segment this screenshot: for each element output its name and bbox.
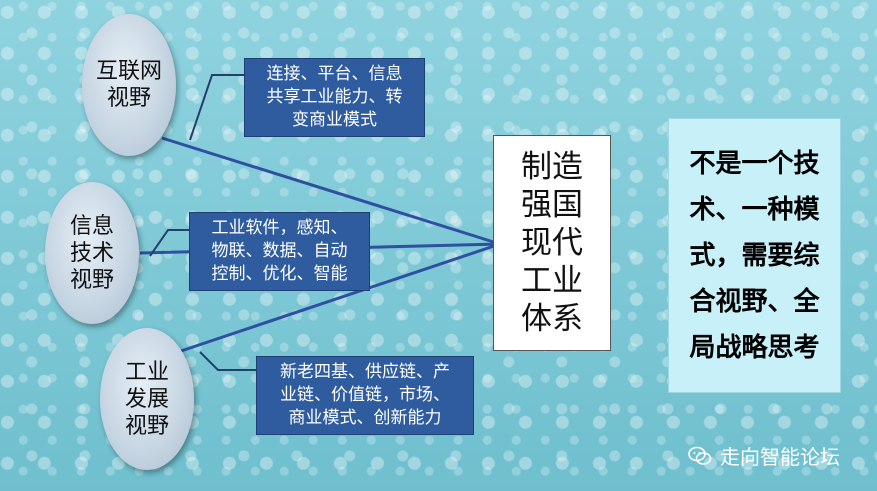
connector-internet	[161, 136, 501, 246]
bracket-industry	[199, 351, 258, 371]
center-target-box: 制造 强国 现代 工业 体系	[493, 135, 611, 351]
detail-it: 工业软件，感知、 物联、数据、自动 控制、优化、智能	[189, 212, 370, 291]
detail-internet: 连接、平台、信息 共享工业能力、转 变商业模式	[244, 58, 425, 137]
bracket-it	[149, 229, 190, 257]
detail-industry: 新老四基、供应链、产 业链、价值链，市场、 商业模式、创新能力	[256, 356, 474, 435]
connector-industry	[177, 242, 501, 354]
watermark-text: 走向智能论坛	[720, 445, 840, 469]
ellipse-industry-view: 工业 发展 视野	[100, 328, 194, 470]
summary-box: 不是一个技 术、一种模 式，需要综 合视野、全 局战略思考	[668, 118, 841, 393]
bracket-internet	[189, 74, 244, 141]
wechat-icon	[688, 446, 712, 465]
ellipse-it-view: 信息 技术 视野	[45, 182, 139, 324]
ellipse-internet-view: 互联网 视野	[82, 14, 176, 156]
watermark: 走向智能论坛	[688, 441, 840, 470]
